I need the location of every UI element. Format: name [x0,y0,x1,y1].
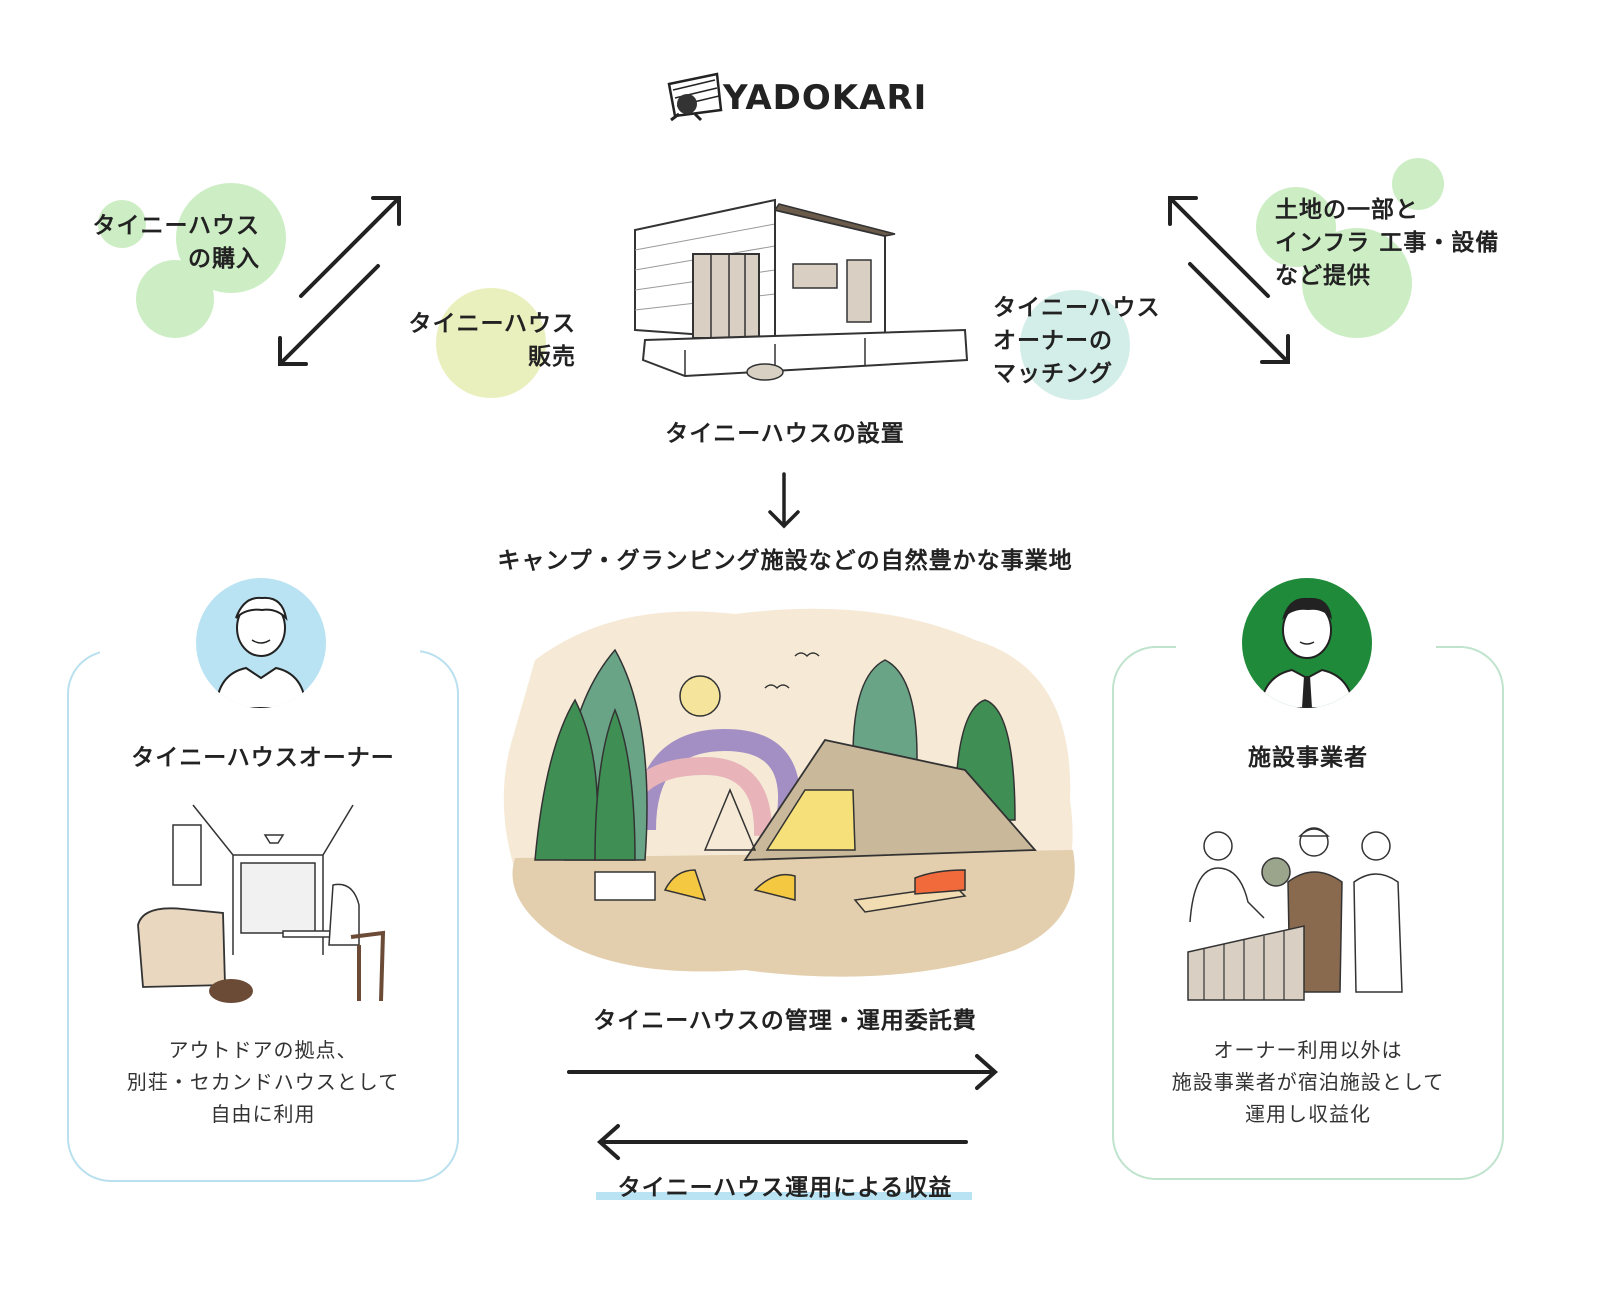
decor-circle [436,288,546,398]
arrow-down-left-icon [278,264,380,366]
decor-circle [1392,158,1444,210]
decor-circle [1020,290,1130,400]
business-site-label: キャンプ・グランピング施設などの自然豊かな事業地 [497,548,1073,574]
arrow-down-icon [768,472,800,529]
sales-line1: タイニーハウス [408,311,576,337]
fee-label: タイニーハウスの管理・運用委託費 [593,1008,977,1034]
label-infra: 土地の一部と インフラ 工事・設備 など提供 [1275,194,1575,293]
revenue-underline [596,1192,972,1200]
label-sales: タイニーハウス 販売 [380,308,576,374]
matching-line2: オーナーの [993,328,1113,354]
sales-line2: 販売 [528,344,576,370]
logo-hermit-crab-icon [667,72,723,122]
install-label: タイニーハウスの設置 [665,421,905,447]
arrow-up-right-icon [299,196,401,298]
owner-avatar [196,578,326,708]
arrow-right-icon [567,1054,999,1090]
label-purchase: タイニーハウス の購入 [60,210,260,276]
decor-circle [98,200,146,248]
owner-interior-illustration [137,804,386,1003]
owner-panel: タイニーハウスオーナー アウトドアの拠点、 別荘・セカンドハウスとして 自由に利… [67,650,459,1182]
operator-description: オーナー利用以外は 施設事業者が宿泊施設として 運用し収益化 [1114,1034,1502,1130]
matching-line3: マッチング [993,361,1113,387]
infra-line1: 土地の一部と [1275,197,1419,223]
operator-person-icon [1258,597,1356,708]
camping-scene-illustration [503,608,1075,977]
revenue-label: タイニーハウス運用による収益 [617,1175,953,1201]
brand-logo: YADOKARI [665,70,926,122]
arrow-left-icon [596,1124,968,1160]
operator-desc-line1: オーナー利用以外は [1213,1038,1403,1062]
infra-line2: インフラ 工事・設備 [1275,230,1500,256]
operator-avatar [1242,578,1372,708]
label-matching: タイニーハウス オーナーの マッチング [993,292,1213,391]
operator-desc-line2: 施設事業者が宿泊施設として [1171,1070,1445,1094]
infra-line3: など提供 [1275,263,1371,289]
owner-title: タイニーハウスオーナー [131,745,395,771]
purchase-line1: タイニーハウス [92,213,260,239]
operator-desc-line3: 運用し収益化 [1245,1102,1371,1126]
arrow-down-right-icon [1188,262,1290,364]
operator-team-illustration [1187,827,1403,1001]
operator-title: 施設事業者 [1248,745,1368,771]
decor-circle [136,260,214,338]
matching-line1: タイニーハウス [993,295,1161,321]
owner-desc-line3: 自由に利用 [210,1102,316,1126]
purchase-line2: の購入 [188,246,260,272]
owner-person-icon [214,596,308,708]
arrow-up-left-icon [1168,196,1270,298]
decor-circle [1302,228,1412,338]
tiny-house-illustration [634,198,969,381]
owner-desc-line1: アウトドアの拠点、 [168,1038,358,1062]
owner-desc-line2: 別荘・セカンドハウスとして [126,1070,400,1094]
brand-name: YADOKARI [723,78,928,118]
owner-description: アウトドアの拠点、 別荘・セカンドハウスとして 自由に利用 [69,1034,457,1130]
